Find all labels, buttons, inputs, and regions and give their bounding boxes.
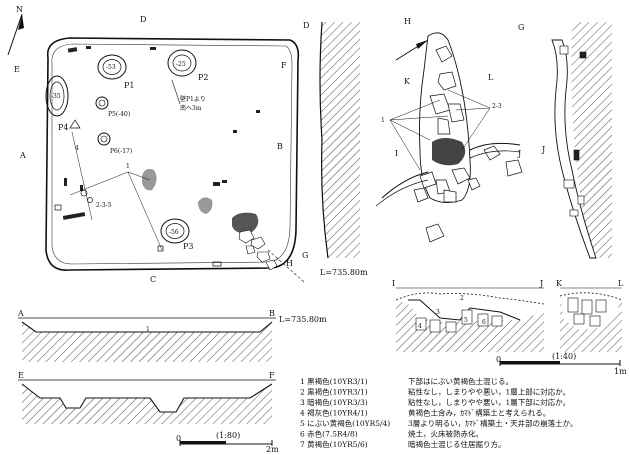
svg-text:P2: P2 xyxy=(198,73,208,82)
label-g: G xyxy=(302,251,308,260)
scale-bar-small: 0 (1:80) 2m xyxy=(176,431,279,454)
pit-p2: -25 P2 xyxy=(167,49,208,82)
svg-text:3: 3 xyxy=(436,309,440,316)
legend-row-1-label: 1 黒褐色(10YR3/1) xyxy=(300,376,368,386)
svg-text:P3: P3 xyxy=(183,242,193,251)
label-a: A xyxy=(19,151,26,160)
svg-text:(1:80): (1:80) xyxy=(216,431,240,440)
plan-pointer-4: 4 xyxy=(75,145,79,152)
legend-row-4-label: 4 褐灰色(10YR4/1) xyxy=(300,408,368,418)
legend-row-4-desc: 黄褐色土含み，ｶﾏﾄﾞ構築土と考えられる。 xyxy=(408,408,550,418)
legend-row-1-desc: 下部はにぶい黄褐色土混じる。 xyxy=(408,376,513,386)
scale-bar-large: 0 (1:40) 1m xyxy=(496,352,627,376)
svg-text:P5(-40): P5(-40) xyxy=(108,111,130,118)
level-mid: L=735.80m xyxy=(320,268,368,277)
legend-row-2-desc: 粘性なし，しまりやや悪い，1層上部に対応か。 xyxy=(408,387,570,397)
svg-text:A: A xyxy=(17,309,24,318)
pit-p1: -53 P1 xyxy=(97,54,134,90)
label-c: C xyxy=(150,275,156,284)
svg-text:2: 2 xyxy=(460,295,464,302)
svg-text:2m: 2m xyxy=(266,445,279,454)
detail-pointer-1: 1 xyxy=(381,117,385,124)
svg-text:0: 0 xyxy=(496,355,501,364)
svg-text:G: G xyxy=(518,23,524,32)
svg-text:-53: -53 xyxy=(106,64,116,71)
legend-row-7-label: 7 黄褐色(10YR5/6) xyxy=(300,439,368,449)
legend-row-6-desc: 焼土，火床被熱赤化。 xyxy=(408,429,483,439)
svg-text:K: K xyxy=(404,77,411,86)
svg-text:I: I xyxy=(395,149,398,158)
legend-row-5-desc: 3層より明るい，ｶﾏﾄﾞ構築土・天井部の崩落土か。 xyxy=(408,418,577,428)
svg-text:L=735.80m: L=735.80m xyxy=(279,315,327,324)
svg-text:D: D xyxy=(303,21,309,30)
svg-text:1: 1 xyxy=(146,326,150,333)
note-line-1: 壁P1より xyxy=(180,95,206,103)
house-plan: N D E F A B C G H -53 P1 -25 P2 -3 xyxy=(7,5,308,284)
svg-text:5: 5 xyxy=(464,317,468,324)
note-line-2: 南へ3m xyxy=(180,104,202,112)
svg-text:J: J xyxy=(539,279,543,288)
legend-row-3-label: 3 暗褐色(10YR3/3) xyxy=(300,397,368,407)
svg-text:P1: P1 xyxy=(124,81,134,90)
label-b: B xyxy=(277,142,283,151)
plan-pointer-235: 2-3-5 xyxy=(96,202,112,209)
svg-text:-56: -56 xyxy=(169,229,179,236)
svg-text:-35: -35 xyxy=(51,93,61,100)
svg-text:(1:40): (1:40) xyxy=(552,352,576,361)
detail-north-arrow-icon xyxy=(395,39,429,61)
svg-text:H: H xyxy=(404,17,411,26)
label-f: F xyxy=(281,61,287,70)
svg-text:B: B xyxy=(269,309,275,318)
svg-text:P6(-17): P6(-17) xyxy=(110,148,132,155)
legend-row-6-label: 6 赤色(7.5R4/8) xyxy=(300,429,358,439)
section-ab: A B L=735.80m 1 xyxy=(17,309,327,362)
hearth-stones xyxy=(232,212,278,271)
svg-text:1m: 1m xyxy=(614,367,627,376)
pit-p5: P5(-40) xyxy=(95,96,130,118)
svg-text:J: J xyxy=(517,149,521,158)
svg-text:-25: -25 xyxy=(176,61,186,68)
section-kl: K L xyxy=(556,279,624,352)
svg-text:J: J xyxy=(541,145,545,154)
legend-row-3-desc: 粘性なし，しまりやや悪い，1層下部に対応か。 xyxy=(408,397,570,407)
svg-text:L: L xyxy=(618,279,624,288)
label-d: D xyxy=(140,15,146,24)
plan-wall-profile: D L=735.80m xyxy=(303,21,368,277)
legend-row-5-label: 5 にぶい黄褐色(10YR5/4) xyxy=(300,418,390,428)
svg-text:0: 0 xyxy=(176,434,181,443)
section-ij: I J 2 3 4 5 6 xyxy=(392,279,545,352)
svg-text:6: 6 xyxy=(482,319,486,326)
legend-row-7-desc: 暗褐色土混じる住居掘り方。 xyxy=(408,439,506,449)
gh-wall-profile: J xyxy=(541,22,612,259)
svg-text:P4: P4 xyxy=(58,123,68,132)
svg-text:I: I xyxy=(392,279,395,288)
legend-row-2-label: 2 黒褐色(10YR3/1) xyxy=(300,387,368,397)
svg-text:4: 4 xyxy=(418,323,422,330)
label-h: H xyxy=(286,259,293,268)
house-wall-outline xyxy=(45,37,300,271)
compass-label: N xyxy=(16,5,23,14)
svg-text:F: F xyxy=(269,371,275,380)
detail-pointer-23: 2-3 xyxy=(492,103,502,110)
svg-text:L: L xyxy=(488,73,494,82)
section-ef: E F xyxy=(18,371,276,424)
pit-p6: P6(-17) xyxy=(97,132,132,155)
svg-text:E: E xyxy=(18,371,24,380)
pit-p4: -35 P4 xyxy=(45,75,69,132)
soil-legend: 1 黒褐色(10YR3/1) 下部はにぶい黄褐色土混じる。 2 黒褐色(10YR3/… xyxy=(300,376,577,449)
svg-text:K: K xyxy=(556,279,563,288)
clay-patch xyxy=(198,197,213,214)
north-arrow-icon: N xyxy=(7,5,24,56)
kamado-detail-plan: H K L I J G xyxy=(375,17,524,243)
label-e: E xyxy=(14,65,20,74)
plan-pointer-1: 1 xyxy=(126,163,130,170)
pit-p3: -56 P3 xyxy=(160,218,193,251)
